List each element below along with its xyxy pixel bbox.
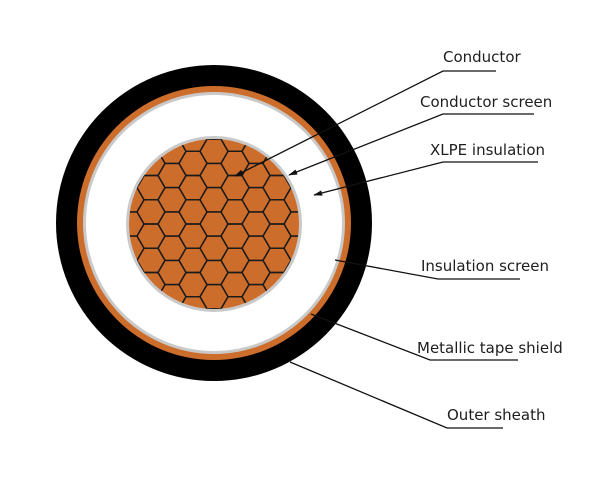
- leader-lines: [234, 70, 538, 429]
- label-xlpe-insulation: XLPE insulation: [430, 141, 545, 159]
- label-conductor: Conductor: [443, 48, 521, 66]
- conductor-strand: [283, 186, 299, 213]
- leader-conductor-screen: [288, 113, 534, 176]
- label-metallic-tape-shield: Metallic tape shield: [417, 339, 563, 357]
- conductor-strand: [283, 211, 299, 237]
- leader-metallic-tape-shield: [310, 313, 518, 361]
- conductor-strand: [283, 235, 299, 262]
- conductor-core: [129, 139, 299, 309]
- label-insulation-screen: Insulation screen: [421, 257, 549, 275]
- leader-conductor: [234, 70, 496, 177]
- leader-xlpe-insulation: [313, 161, 538, 196]
- leader-insulation-screen: [334, 259, 520, 280]
- label-conductor-screen: Conductor screen: [420, 93, 552, 111]
- leader-outer-sheath: [289, 361, 503, 429]
- label-outer-sheath: Outer sheath: [447, 406, 546, 424]
